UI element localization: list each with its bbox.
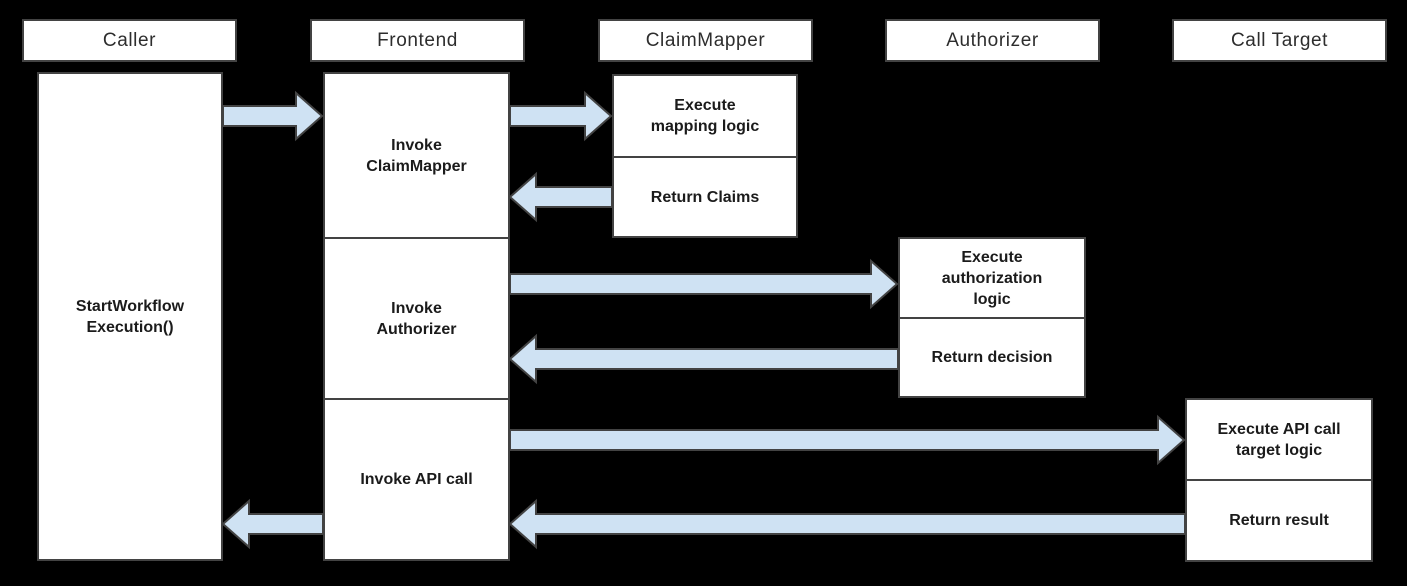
lifeline-label: Call Target [1230, 29, 1329, 51]
step-return-result: Return result [1187, 479, 1371, 560]
step-execute-mapping-logic: Execute mapping logic [650, 97, 760, 135]
step-execute-api-call-target-logic: Execute API call target logic [1217, 420, 1341, 459]
arrow-frontend-to-claimmapper [509, 90, 613, 142]
arrow-calltarget-to-frontend [508, 498, 1186, 550]
activation-authorizer: Execute authorization logic Return decis… [898, 237, 1086, 398]
arrow-frontend-to-calltarget [509, 414, 1186, 466]
lifeline-header-claimmapper: ClaimMapper [598, 19, 813, 62]
activation-calltarget: Execute API call target logic Return res… [1185, 398, 1373, 562]
step-invoke-authorizer: Invoke Authorizer [325, 237, 508, 398]
activation-frontend: Invoke ClaimMapper Invoke Authorizer Inv… [323, 72, 510, 561]
lifeline-label: Frontend [377, 29, 458, 51]
step-return-decision: Return decision [900, 317, 1084, 396]
lifeline-header-calltarget: Call Target [1172, 19, 1387, 62]
lifeline-label: Caller [102, 29, 157, 51]
activation-caller: StartWorkflow Execution() [37, 72, 223, 561]
arrow-frontend-to-caller [221, 498, 324, 550]
step-startworkflow-execution: StartWorkflow Execution() [75, 297, 185, 336]
lifeline-header-authorizer: Authorizer [885, 19, 1100, 62]
arrow-frontend-to-authorizer [509, 258, 899, 310]
step-invoke-claimmapper: Invoke ClaimMapper [366, 136, 467, 175]
activation-claimmapper: Execute mapping logic Return Claims [612, 74, 798, 238]
step-execute-authorization-logic: Execute authorization logic [941, 248, 1043, 308]
arrow-authorizer-to-frontend [508, 333, 899, 385]
step-invoke-api-call: Invoke API call [325, 398, 508, 559]
arrow-caller-to-frontend [222, 90, 324, 142]
lifeline-header-frontend: Frontend [310, 19, 525, 62]
lifeline-label: ClaimMapper [645, 29, 766, 51]
step-return-claims: Return Claims [614, 156, 796, 236]
arrow-claimmapper-to-frontend [508, 171, 613, 223]
lifeline-label: Authorizer [946, 29, 1039, 51]
lifeline-header-caller: Caller [22, 19, 237, 62]
